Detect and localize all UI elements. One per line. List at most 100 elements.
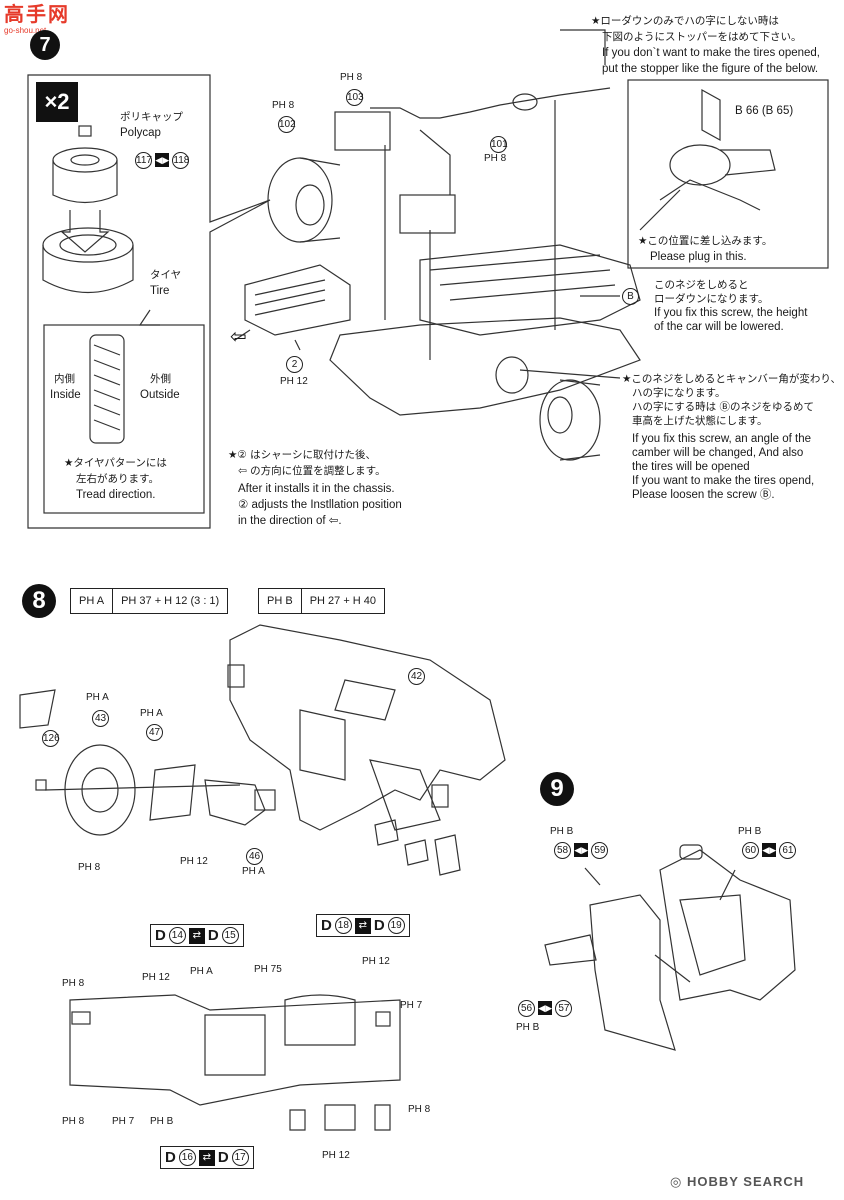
ph-label-47: PH A [140, 708, 163, 719]
part-126: 126 [42, 730, 60, 747]
part-103: 103 [346, 89, 364, 106]
ph-label-102: PH 8 [272, 100, 295, 111]
hobbysearch-watermark: ◎ HOBBY SEARCH [670, 1174, 804, 1190]
step-9-number: 9 [540, 772, 574, 806]
screwB-jp1: このネジをしめると [654, 279, 749, 291]
tread-jp2: 左右があります。 [76, 473, 159, 485]
outside-jp: 外側 [150, 373, 171, 385]
screwB-en2: of the car will be lowered. [654, 321, 784, 333]
tire-en: Tire [150, 285, 170, 297]
ph-label-7-right: PH 7 [400, 1000, 423, 1011]
site-logo: 高手网 go-shou.net [4, 4, 74, 40]
lowdown-jp2: 下図のようにストッパーをはめて下さい。 [602, 31, 802, 43]
ph-label-8-wheel: PH 8 [78, 862, 101, 873]
camber-en1: If you fix this screw, an angle of the [632, 433, 811, 445]
camber-jp2: ハの字になります。 [632, 387, 726, 399]
camber-jp4: 車高を上げた状態にします。 [632, 415, 768, 427]
camber-en4: If you want to make the tires opend, [632, 475, 815, 487]
part-47: 47 [146, 724, 163, 741]
bowtie-icon: ◀▶ [155, 153, 170, 167]
ph-label-8-vent: PH 8 [62, 978, 85, 989]
swap-icon: ⇄ [354, 917, 371, 934]
lowdown-en2: put the stopper like the figure of the b… [602, 63, 819, 75]
ph-label-46: PH A [242, 866, 265, 877]
ph-label-56-57: PH B [516, 1022, 540, 1033]
parts-60-61: 60 ◀▶ 61 [742, 842, 797, 859]
part-118: 118 [172, 152, 190, 169]
step-8-number: 8 [22, 584, 56, 618]
ph-label-12-a: PH 12 [180, 856, 208, 867]
inside-en: Inside [50, 389, 81, 401]
screwB-en1: If you fix this screw, the height [654, 307, 808, 319]
ph-label-2: PH 12 [280, 376, 308, 387]
ph-label-12-c: PH 12 [362, 956, 390, 967]
ph-label-8-right: PH 8 [408, 1104, 431, 1115]
chassis-jp1: ★② はシャーシに取付けた後、 [228, 449, 376, 461]
screwB-jp2: ローダウンになります。 [654, 293, 769, 305]
part-102: 102 [278, 116, 296, 133]
part-46: 46 [246, 848, 263, 865]
plugin-en: Please plug in this. [650, 251, 747, 263]
parts-58-59: 58 ◀▶ 59 [554, 842, 609, 859]
paint-table-b: PH B PH 27 + H 40 [258, 588, 386, 614]
ph-label-101: PH 8 [484, 153, 507, 164]
ph-label-12-b: PH 12 [142, 972, 170, 983]
stopper-part-b66: B 66 (B 65) [735, 105, 794, 117]
camber-en2: camber will be changed, And also [632, 447, 804, 459]
polycap-parts: 117 ◀▶ 118 [135, 152, 190, 169]
parts-56-57: 56 ◀▶ 57 [518, 1000, 573, 1017]
ph-label-75: PH 75 [254, 964, 282, 975]
chassis-en2: ② adjusts the Instllation position [238, 499, 402, 511]
plugin-jp: ★この位置に差し込みます。 [638, 235, 773, 247]
camber-jp3: ハの字にする時は Ⓑのネジをゆるめて [632, 401, 814, 413]
paint-a-code: PH A [69, 588, 114, 614]
ph-label-b-bottom: PH B [150, 1116, 174, 1127]
ph-label-8-bottom: PH 8 [62, 1116, 85, 1127]
direction-arrow-icon: ⇦ [230, 326, 247, 348]
inside-jp: 内側 [54, 373, 75, 385]
chassis-en1: After it installs it in the chassis. [238, 483, 395, 495]
paint-b-mix: PH 27 + H 40 [300, 588, 386, 614]
outside-en: Outside [140, 389, 180, 401]
logo-text: 高手网 [4, 4, 70, 26]
ph-label-7-bottom: PH 7 [112, 1116, 135, 1127]
lowdown-en1: If you don`t want to make the tires open… [602, 47, 820, 59]
bowtie-icon: ◀▶ [762, 843, 777, 857]
times-two-badge: ×2 [36, 82, 78, 122]
part-2: 2 [286, 356, 303, 373]
paint-table-a: PH A PH 37 + H 12 (3 : 1) [69, 588, 229, 614]
ph-label-12-pedal: PH 12 [322, 1150, 350, 1161]
camber-en5: Please loosen the screw Ⓑ. [632, 489, 775, 501]
screw-b-marker: B [622, 288, 639, 305]
watermark-text: HOBBY SEARCH [686, 1174, 805, 1189]
ph-label-43: PH A [86, 692, 109, 703]
bowtie-icon: ◀▶ [574, 843, 589, 857]
part-42: 42 [408, 668, 425, 685]
watermark-icon: ◎ [670, 1174, 687, 1189]
bowtie-icon: ◀▶ [538, 1001, 553, 1015]
camber-en3: the tires will be opened [632, 461, 750, 473]
chassis-en3: in the direction of ⇦. [238, 515, 342, 527]
tire-jp: タイヤ [150, 269, 182, 281]
polycap-jp: ポリキャップ [120, 111, 183, 123]
step-7-number: 7 [30, 30, 60, 60]
ph-label-103: PH 8 [340, 72, 363, 83]
logo-sub: go-shou.net [4, 26, 47, 35]
paint-a-mix: PH 37 + H 12 (3 : 1) [112, 588, 229, 614]
swap-icon: ⇄ [188, 927, 205, 944]
swap-icon: ⇄ [198, 1149, 215, 1166]
part-117: 117 [135, 152, 152, 169]
camber-jp1: ★このネジをしめるとキャンバー角が変わり、 [622, 373, 841, 385]
ph-label-58-59: PH B [550, 826, 574, 837]
part-43: 43 [92, 710, 109, 727]
ph-label-60-61: PH B [738, 826, 762, 837]
part-101: 101 [490, 136, 508, 153]
lowdown-jp1: ★ローダウンのみでハの字にしない時は [591, 15, 779, 27]
polycap-en: Polycap [120, 127, 161, 139]
chassis-jp2: ⇦ の方向に位置を調整します。 [238, 465, 386, 477]
paint-b-code: PH B [258, 588, 302, 614]
